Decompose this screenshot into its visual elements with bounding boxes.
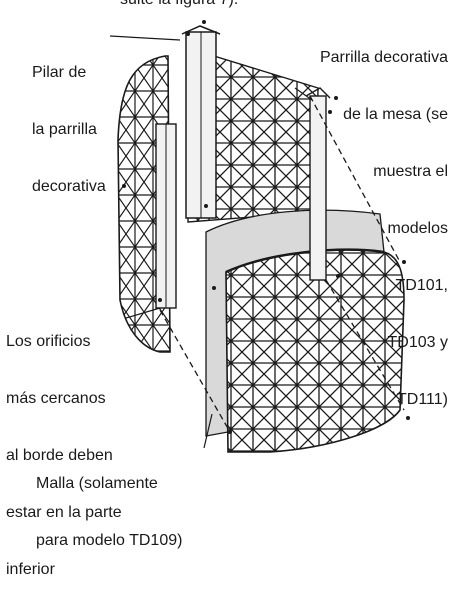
alignment-dashes xyxy=(159,95,405,433)
label-figure-reference: sulte la figura 7). xyxy=(120,0,238,9)
screws xyxy=(122,20,410,434)
assembly-diagram xyxy=(109,20,410,453)
short-pillar-left xyxy=(155,123,177,309)
label-pillar: Pilar de la parrilla decorativa xyxy=(32,64,106,195)
label-table-grille: Parrilla decorativa de la mesa (se muest… xyxy=(319,49,448,408)
label-mesh: Malla (solamente para modelo TD109) xyxy=(36,475,183,549)
front-grille-panel xyxy=(225,248,405,453)
leader-lines xyxy=(109,35,313,449)
grille-pillar xyxy=(181,25,221,219)
short-pillar-right xyxy=(305,87,331,281)
